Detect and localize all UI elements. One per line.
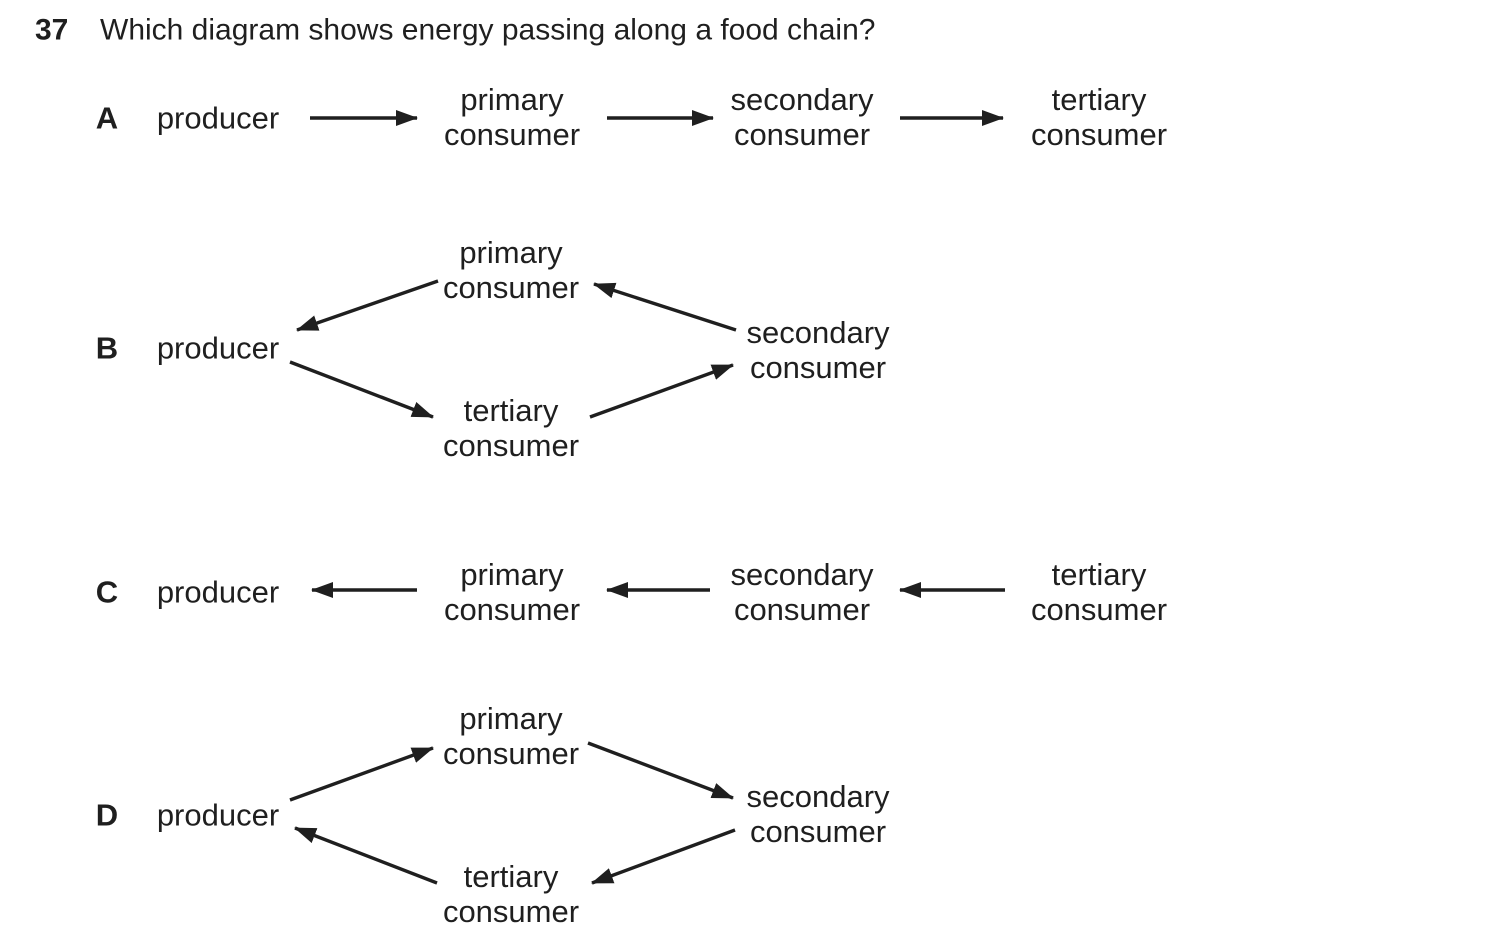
node-label: producer — [156, 100, 280, 136]
node-label: primary — [459, 235, 563, 270]
node-label: consumer — [443, 117, 581, 152]
node-label: consumer — [749, 814, 887, 849]
node-label: consumer — [733, 117, 871, 152]
node-primary-consumer: primary consumer — [443, 701, 579, 771]
node-tertiary-consumer: tertiary consumer — [1031, 82, 1167, 152]
node-label: primary — [460, 82, 564, 117]
node-label: primary — [459, 701, 563, 736]
node-tertiary-consumer: tertiary consumer — [443, 393, 579, 463]
node-label: consumer — [733, 592, 871, 627]
node-producer: producer — [157, 101, 279, 136]
node-secondary-consumer: secondary consumer — [730, 82, 873, 152]
option-letter-a: A — [95, 100, 119, 136]
node-label: consumer — [1030, 592, 1168, 627]
node-label: secondary — [730, 557, 874, 592]
node-label: consumer — [442, 428, 580, 463]
arrow-b-producer-to-tertiary — [289, 360, 434, 419]
question-text: Which diagram shows energy passing along… — [100, 13, 876, 47]
node-label: producer — [156, 330, 280, 366]
arrow-d-tertiary-to-producer — [294, 826, 438, 885]
arrow-b-tertiary-to-secondary — [589, 363, 734, 419]
node-secondary-consumer: secondary consumer — [746, 779, 889, 849]
node-label: producer — [156, 574, 280, 610]
node-secondary-consumer: secondary consumer — [730, 557, 873, 627]
node-label: consumer — [749, 350, 887, 385]
node-tertiary-consumer: tertiary consumer — [443, 859, 579, 929]
node-label: tertiary — [463, 859, 559, 894]
node-label: consumer — [443, 592, 581, 627]
node-primary-consumer: primary consumer — [443, 235, 579, 305]
node-label: primary — [460, 557, 564, 592]
option-letter-b: B — [95, 330, 119, 366]
node-primary-consumer: primary consumer — [444, 82, 580, 152]
node-label: consumer — [442, 736, 580, 771]
node-label: secondary — [730, 82, 874, 117]
node-label: secondary — [746, 315, 890, 350]
node-label: consumer — [442, 270, 580, 305]
node-primary-consumer: primary consumer — [444, 557, 580, 627]
node-producer: producer — [157, 331, 279, 366]
node-producer: producer — [157, 575, 279, 610]
node-label: secondary — [746, 779, 890, 814]
node-secondary-consumer: secondary consumer — [746, 315, 889, 385]
option-letter-c: C — [95, 574, 119, 610]
arrow-d-secondary-to-tertiary — [591, 828, 736, 885]
node-label: tertiary — [463, 393, 559, 428]
option-letter-d: D — [95, 797, 119, 833]
node-label: tertiary — [1051, 82, 1147, 117]
node-label: tertiary — [1051, 557, 1147, 592]
arrow-b-primary-to-producer — [296, 279, 439, 332]
node-label: producer — [156, 797, 280, 833]
arrow-d-producer-to-primary — [289, 746, 434, 802]
question-number: 37 — [35, 13, 69, 47]
arrow-b-secondary-to-primary — [593, 282, 737, 332]
node-tertiary-consumer: tertiary consumer — [1031, 557, 1167, 627]
arrow-d-primary-to-secondary — [587, 741, 734, 800]
node-label: consumer — [1030, 117, 1168, 152]
node-producer: producer — [157, 798, 279, 833]
node-label: consumer — [442, 894, 580, 929]
